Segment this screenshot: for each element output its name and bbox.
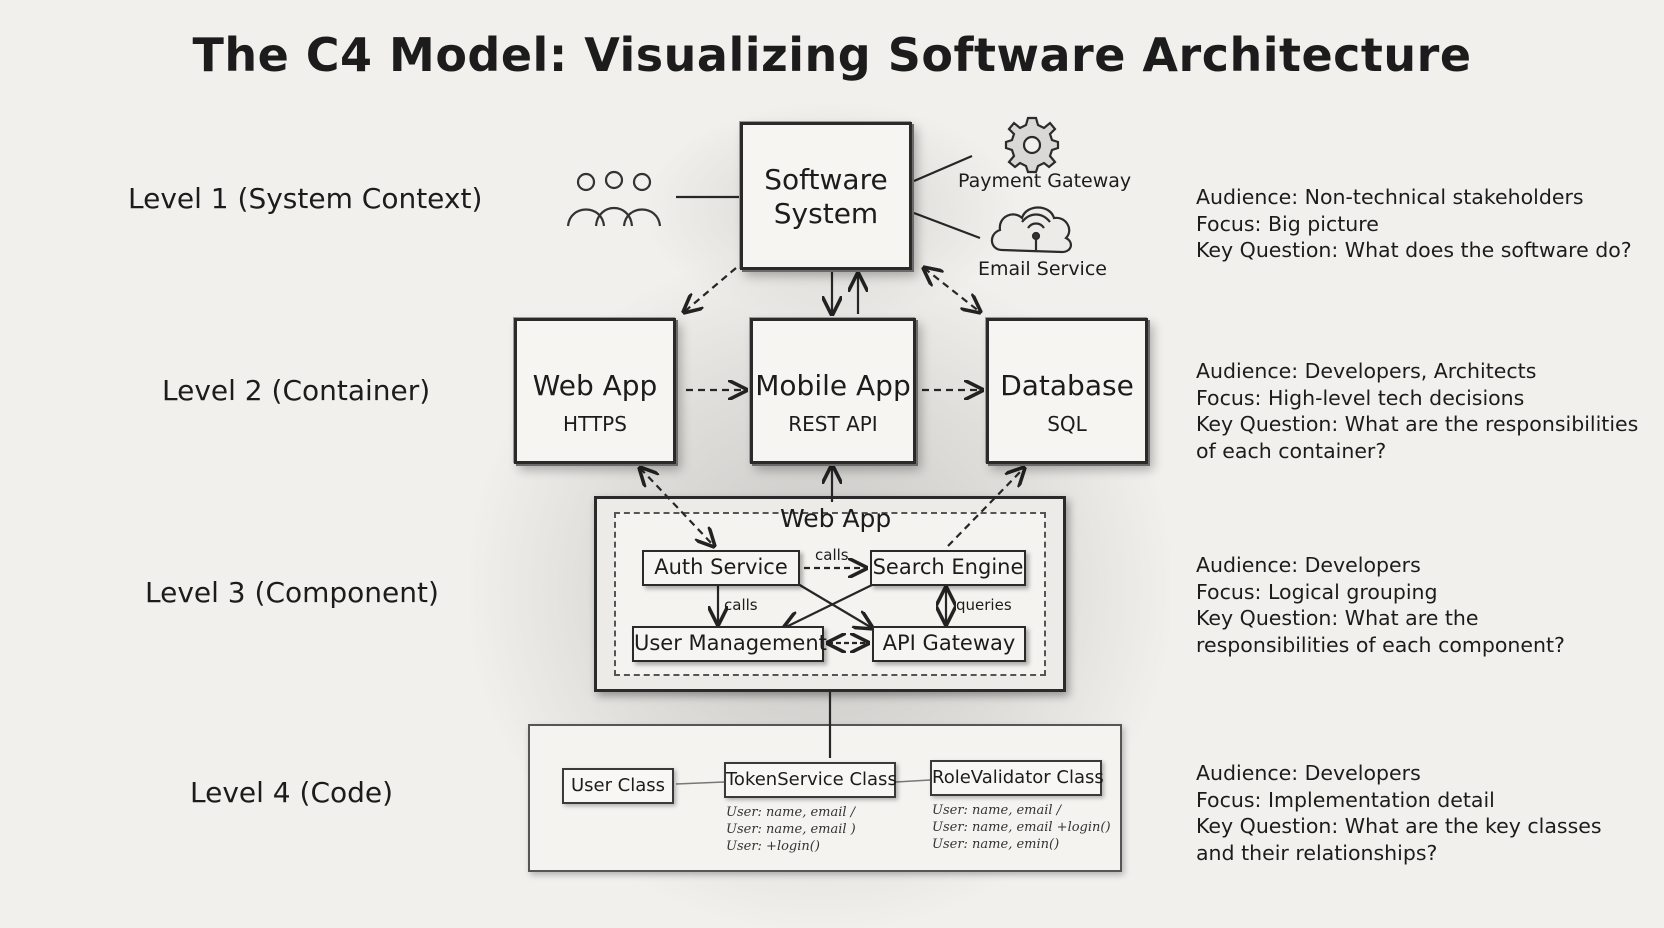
container-name: Web App: [532, 369, 658, 402]
note-line: Key Question: What are the: [1196, 606, 1479, 630]
note-line: Focus: Big picture: [1196, 211, 1379, 236]
user-token-line: [675, 781, 725, 785]
search-database-line: [947, 468, 1024, 547]
auth-apigateway-arrow: [797, 583, 872, 628]
container-tech: SQL: [1047, 412, 1087, 436]
system-database-arrow: [924, 268, 980, 312]
note-line: Audience: Developers: [1196, 553, 1421, 577]
note-line: Focus: High-level tech decisions: [1196, 385, 1525, 410]
container-tech: HTTPS: [563, 412, 627, 436]
user-management: User Management: [632, 626, 827, 662]
webapp-auth-arrow: [640, 468, 714, 546]
software-system-line1: Software: [764, 163, 888, 196]
attr-line: User: name, email ): [726, 822, 856, 837]
level-3-label: Level 3 (Component): [145, 576, 439, 609]
attr-line: User: +login(): [726, 839, 820, 854]
role-validator-attributes: User: name, email / User: name, email +l…: [932, 802, 1111, 853]
token-service-class: TokenService Class: [724, 762, 897, 798]
search-engine: Search Engine: [870, 550, 1026, 586]
container-name: Database: [1000, 369, 1134, 402]
level-1-label: Level 1 (System Context): [128, 182, 483, 215]
level-2-notes: Audience: Developers, Architects Focus: …: [1196, 358, 1639, 464]
email-service-label: Email Service: [978, 258, 1107, 280]
calls-label-left: calls: [724, 596, 758, 614]
search-usermgmt-arrow: [784, 583, 875, 628]
cloud-icon: [990, 206, 1072, 254]
note-line: Audience: Developers: [1196, 761, 1421, 785]
role-validator-class: RoleValidator Class: [930, 760, 1104, 796]
note-line: Key Question: What are the responsibilit…: [1196, 412, 1639, 436]
token-role-line: [895, 779, 931, 783]
attr-line: User: name, email /: [932, 803, 1062, 818]
system-webapp-arrow: [684, 267, 737, 312]
note-line: Focus: Implementation detail: [1196, 787, 1495, 812]
container-database: Database SQL: [986, 318, 1148, 464]
api-gateway: API Gateway: [872, 626, 1026, 662]
note-line: Audience: Developers, Architects: [1196, 359, 1537, 383]
system-payment-line: [913, 154, 973, 183]
note-line: of each container?: [1196, 438, 1387, 463]
software-system-box: Software System: [740, 122, 912, 270]
attr-line: User: name, email /: [726, 805, 856, 820]
users-icon: [566, 170, 662, 227]
level-1-notes: Audience: Non-technical stakeholders Foc…: [1196, 184, 1636, 264]
auth-service: Auth Service: [642, 550, 800, 586]
container-name: Mobile App: [755, 369, 911, 402]
note-line: Audience: Non-technical stakeholders: [1196, 185, 1584, 209]
container-tech: REST API: [788, 412, 878, 436]
note-line: and their relationships?: [1196, 840, 1438, 865]
token-service-attributes: User: name, email / User: name, email ) …: [726, 804, 856, 855]
attr-line: User: name, emin(): [932, 837, 1060, 852]
note-line: responsibilities of each component?: [1196, 632, 1565, 657]
payment-gateway-label: Payment Gateway: [958, 170, 1132, 192]
note-line: Focus: Logical grouping: [1196, 579, 1438, 604]
gear-icon: [1004, 116, 1060, 174]
level-3-notes: Audience: Developers Focus: Logical grou…: [1196, 552, 1636, 658]
container-mobile-app: Mobile App REST API: [750, 318, 916, 464]
level-4-label: Level 4 (Code): [190, 776, 394, 809]
level-4-notes: Audience: Developers Focus: Implementati…: [1196, 760, 1636, 866]
container-web-app: Web App HTTPS: [514, 318, 676, 464]
user-class: User Class: [562, 768, 674, 804]
attr-line: User: name, email +login(): [932, 820, 1111, 835]
page-title: The C4 Model: Visualizing Software Archi…: [192, 28, 1472, 82]
component-view-title: Web App: [780, 504, 892, 533]
note-line: Key Question: What are the key classes: [1196, 814, 1602, 838]
queries-label: queries: [956, 596, 1012, 614]
calls-label-top: calls: [815, 546, 849, 564]
note-line: Key Question: What does the software do?: [1196, 238, 1632, 262]
system-email-line: [913, 211, 981, 240]
level-2-label: Level 2 (Container): [162, 374, 431, 407]
software-system-line2: System: [773, 197, 879, 230]
